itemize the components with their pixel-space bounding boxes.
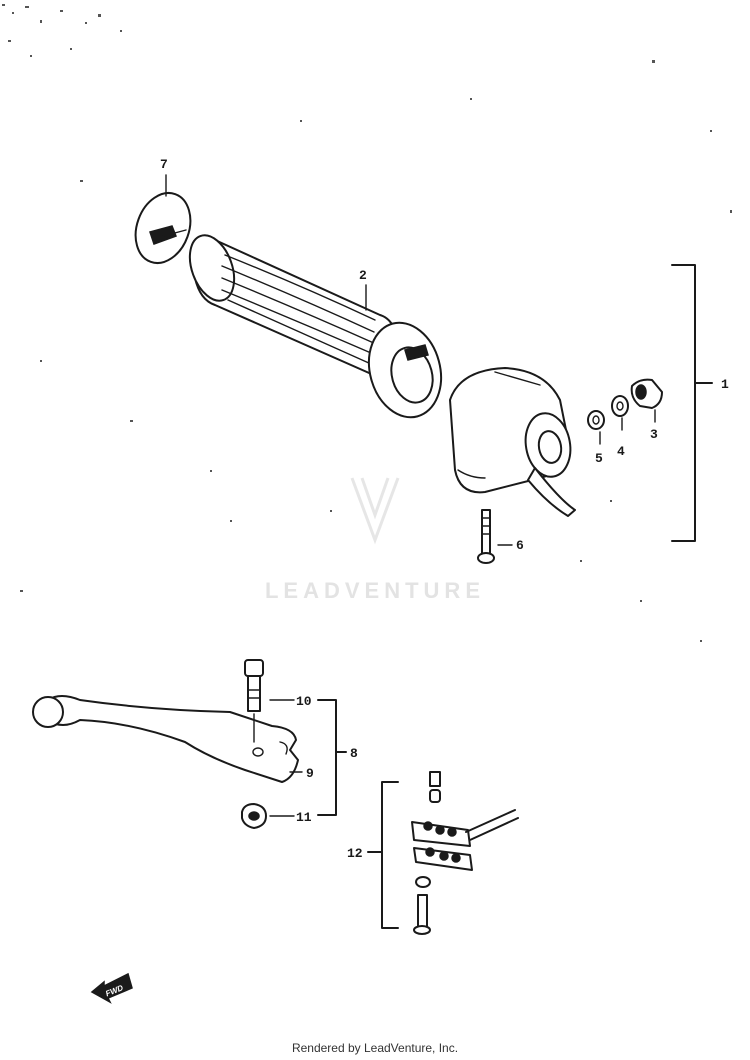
watermark: LEADVENTURE xyxy=(265,477,485,603)
callout-11: 11 xyxy=(296,810,312,825)
scan-speckles xyxy=(2,4,732,642)
part-1-throttle-housing xyxy=(449,367,576,517)
callout-labels: 1 2 3 4 5 6 7 8 9 10 11 12 xyxy=(160,157,729,861)
part-2-handlebar-grip xyxy=(188,234,443,419)
part-3-nut xyxy=(630,378,663,423)
callout-6: 6 xyxy=(516,538,524,553)
watermark-text: LEADVENTURE xyxy=(265,578,485,603)
bracket-part-1 xyxy=(671,264,713,542)
callout-1: 1 xyxy=(721,377,729,392)
part-9-brake-lever xyxy=(32,695,303,783)
part-6-screw xyxy=(477,509,513,564)
callout-8: 8 xyxy=(350,746,358,761)
callout-3: 3 xyxy=(650,427,658,442)
callout-12: 12 xyxy=(347,846,363,861)
callout-4: 4 xyxy=(617,444,625,459)
callout-5: 5 xyxy=(595,451,603,466)
part-7-grip-cap xyxy=(134,174,192,264)
render-credit: Rendered by LeadVenture, Inc. xyxy=(291,1041,459,1055)
callout-10: 10 xyxy=(296,694,312,709)
bracket-part-8 xyxy=(317,699,347,816)
part-4-washer xyxy=(611,395,629,431)
callout-9: 9 xyxy=(306,766,314,781)
callout-7: 7 xyxy=(160,157,168,172)
part-11-lever-nut xyxy=(241,803,295,829)
part-10-pivot-bolt xyxy=(244,659,295,743)
fwd-arrow-icon: FWD xyxy=(90,972,133,1004)
callout-2: 2 xyxy=(359,268,367,283)
part-12-switch-assembly xyxy=(411,771,519,935)
bracket-part-12 xyxy=(367,781,399,929)
part-5-spring-washer xyxy=(587,410,605,445)
